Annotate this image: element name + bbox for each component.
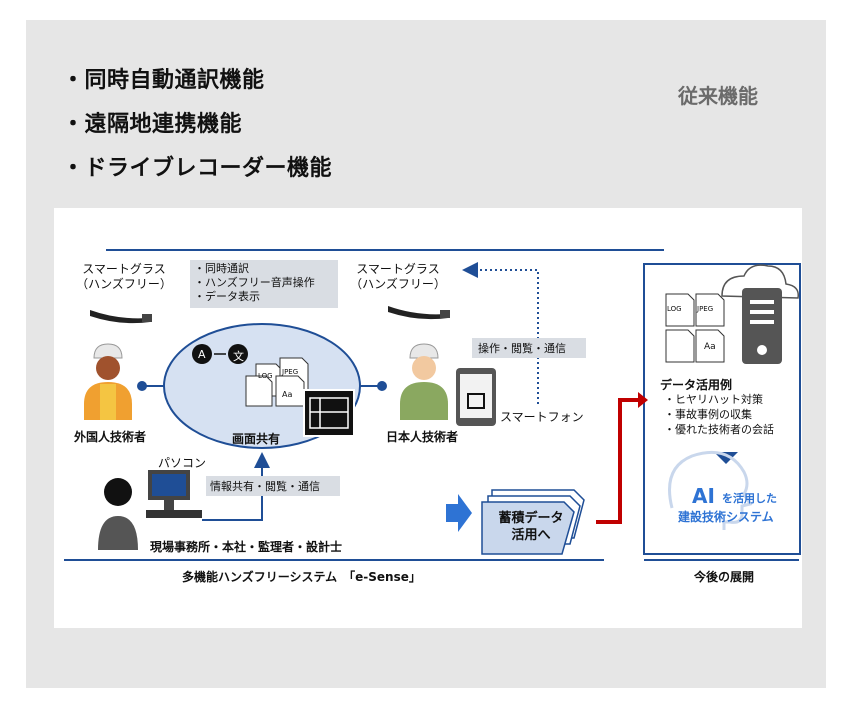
smart-glass-left-icon bbox=[90, 310, 152, 324]
blueprint-icon bbox=[303, 389, 355, 437]
system-diagram: スマートグラス（ハンズフリー） スマートグラス（ハンズフリー） ・同時通訳・ハン… bbox=[54, 208, 802, 628]
info-share-box bbox=[206, 476, 340, 496]
foreign-engineer-label: 外国人技術者 bbox=[74, 430, 147, 444]
future-file-jpeg: JPEG bbox=[697, 305, 714, 313]
ai-line1: を活用した bbox=[722, 492, 777, 505]
phone-ops-box bbox=[472, 338, 586, 358]
future-file-aa: Aa bbox=[704, 342, 716, 352]
japanese-engineer-label: 日本人技術者 bbox=[386, 430, 459, 444]
slide-background: ・同時自動通訳機能 ・遠隔地連携機能 ・ドライブレコーダー機能 従来機能 bbox=[26, 20, 826, 688]
info-share-label: 情報共有・閲覧・通信 bbox=[210, 480, 320, 493]
server-icon bbox=[742, 288, 782, 364]
file-log-label: LOG bbox=[258, 372, 273, 380]
future-footer: 今後の展開 bbox=[694, 570, 755, 584]
smartphone-label: スマートフォン bbox=[500, 410, 584, 424]
office-label: 現場事務所・本社・監理者・設計士 bbox=[150, 540, 343, 554]
diagram-graphics bbox=[64, 249, 801, 561]
system-name: 多機能ハンズフリーシステム 「e-Sense」 bbox=[182, 570, 421, 584]
screen-share-label: 画面共有 bbox=[232, 432, 281, 446]
bullet-remote: ・遠隔地連携機能 bbox=[62, 112, 243, 137]
file-jpeg-label: JPEG bbox=[282, 368, 299, 376]
ai-head-icon bbox=[668, 450, 753, 530]
pc-label: パソコン bbox=[158, 456, 207, 470]
storage-document bbox=[481, 501, 575, 555]
ai-line2: 建設技術システム bbox=[678, 510, 774, 524]
translate-to: 文 bbox=[233, 350, 244, 363]
legacy-features-label: 従来機能 bbox=[678, 84, 758, 108]
features-list: ・同時通訳・ハンズフリー音声操作・データ表示 bbox=[194, 262, 315, 303]
phone-dotted-arrow bbox=[462, 262, 539, 404]
smart-glass-left-label: スマートグラス（ハンズフリー） bbox=[76, 262, 172, 291]
file-aa-label: Aa bbox=[282, 390, 293, 399]
japanese-engineer-icon bbox=[400, 382, 448, 420]
smart-glass-right-label: スマートグラス（ハンズフリー） bbox=[350, 262, 446, 291]
down-triangle-icon bbox=[714, 452, 738, 464]
storage-label: 蓄積データ活用へ bbox=[498, 511, 564, 543]
future-file-log: LOG bbox=[667, 305, 682, 313]
ai-label: AI bbox=[692, 484, 715, 508]
future-title: データ活用例 bbox=[660, 378, 733, 392]
future-items: ・ヒヤリハット対策・事故事例の収集・優れた技術者の会話 bbox=[664, 393, 774, 436]
storage-arrow bbox=[446, 494, 472, 532]
red-flow-line bbox=[596, 398, 638, 524]
phone-ops-label: 操作・閲覧・通信 bbox=[478, 342, 566, 355]
features-box bbox=[190, 260, 338, 308]
bullet-recorder: ・ドライブレコーダー機能 bbox=[62, 156, 333, 181]
translate-from: A bbox=[198, 348, 206, 361]
bullet-interpretation: ・同時自動通訳機能 bbox=[62, 68, 265, 93]
smart-glass-right-icon bbox=[388, 306, 450, 320]
office-worker-icon bbox=[98, 516, 138, 550]
